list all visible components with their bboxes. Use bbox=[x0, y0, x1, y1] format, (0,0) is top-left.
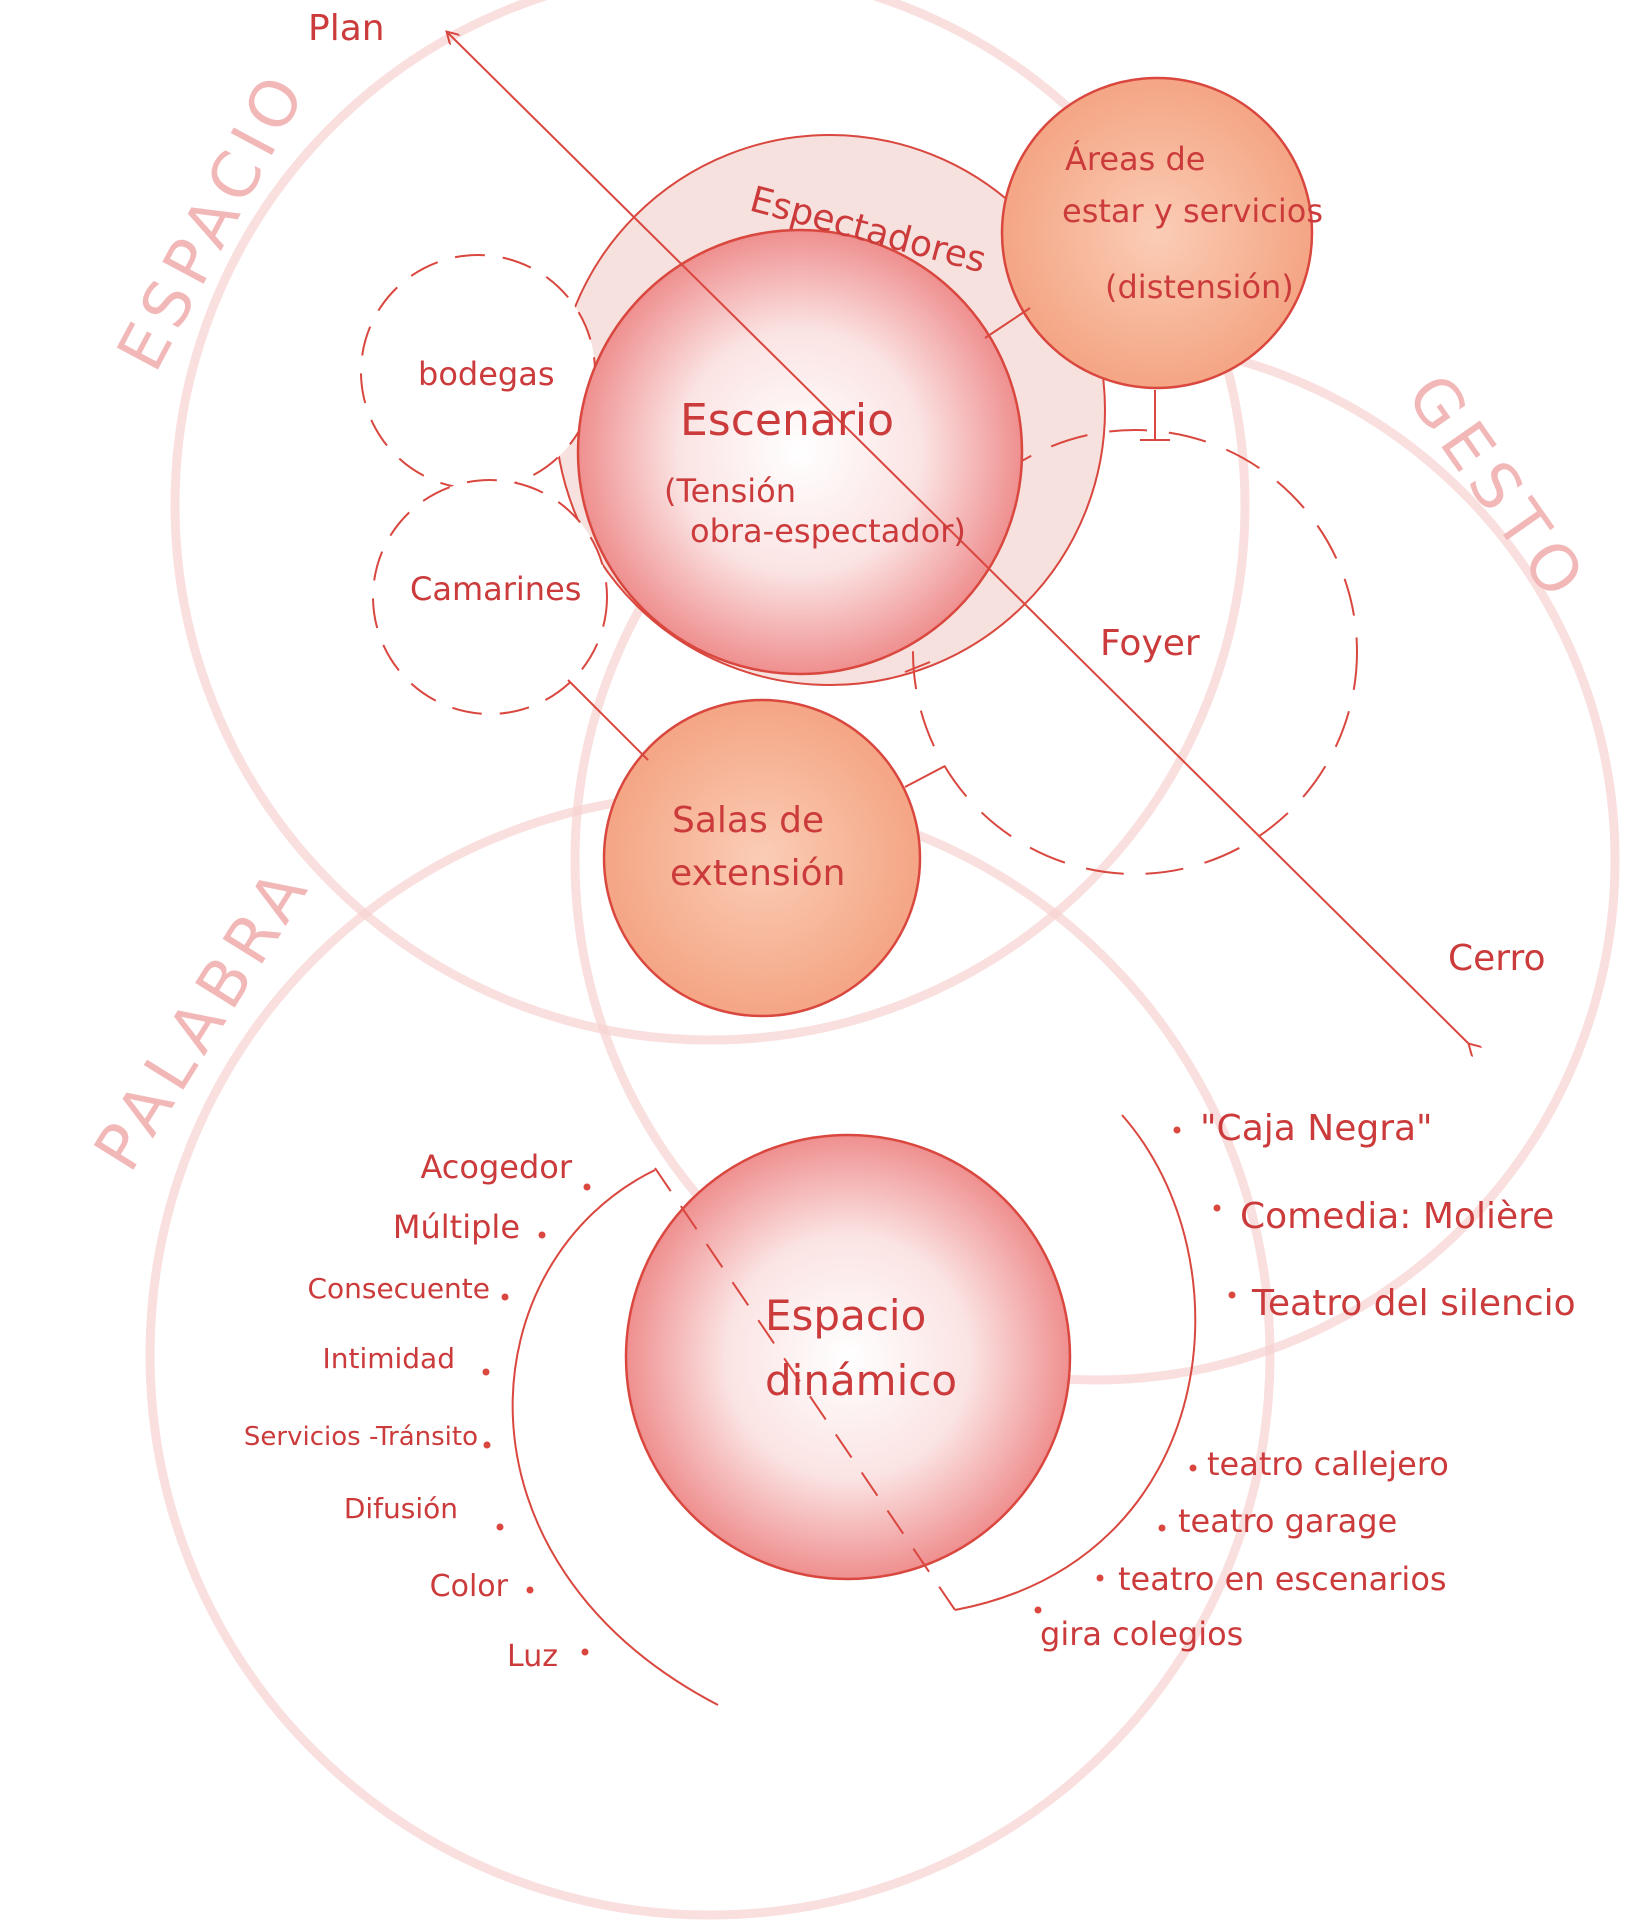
right-top-list: "Caja Negra" Comedia: Molière Teatro del… bbox=[1173, 1108, 1576, 1324]
label-camarines: Camarines bbox=[410, 570, 581, 608]
label-tension-2: obra-espectador) bbox=[690, 512, 966, 550]
plan-cerro-axis bbox=[448, 33, 1470, 1045]
label-plan: Plan bbox=[308, 8, 385, 49]
right-bullet bbox=[1096, 1574, 1104, 1582]
right-top-item: Teatro del silencio bbox=[1251, 1283, 1576, 1324]
left-bullet bbox=[501, 1293, 509, 1301]
left-list-item: Luz bbox=[507, 1639, 558, 1674]
left-list-item: Múltiple bbox=[393, 1208, 520, 1246]
right-bullet bbox=[1034, 1606, 1042, 1614]
left-list-item: Intimidad bbox=[322, 1342, 455, 1375]
left-bullet bbox=[583, 1183, 591, 1191]
left-bullet bbox=[496, 1523, 504, 1531]
label-tension-1: (Tensión bbox=[664, 472, 796, 510]
left-list: Acogedor Múltiple Consecuente Intimidad … bbox=[244, 1148, 591, 1674]
right-bottom-item: teatro en escenarios bbox=[1118, 1560, 1447, 1598]
right-bottom-list: teatro callejero teatro garage teatro en… bbox=[1034, 1445, 1449, 1653]
left-bracket-arc bbox=[511, 1169, 719, 1706]
escenario-circle bbox=[576, 228, 1024, 676]
connector-salas-foyer bbox=[904, 765, 946, 788]
left-bullet bbox=[538, 1231, 546, 1239]
left-list-item: Difusión bbox=[344, 1492, 458, 1525]
right-bottom-item: teatro garage bbox=[1178, 1502, 1397, 1540]
left-list-item: Consecuente bbox=[307, 1272, 490, 1305]
label-cerro: Cerro bbox=[1448, 938, 1546, 979]
right-bullet bbox=[1228, 1291, 1236, 1299]
left-bullet bbox=[581, 1648, 589, 1656]
right-bracket-arc bbox=[954, 1114, 1197, 1611]
right-bottom-item: gira colegios bbox=[1040, 1615, 1243, 1653]
left-bullet bbox=[526, 1586, 534, 1594]
label-areas-2: estar y servicios bbox=[1062, 192, 1323, 230]
label-areas-3: (distensión) bbox=[1105, 268, 1294, 306]
label-salas-2: extensión bbox=[670, 853, 846, 894]
label-escenario: Escenario bbox=[680, 395, 894, 446]
right-top-item: Comedia: Molière bbox=[1240, 1196, 1554, 1237]
left-bullet bbox=[482, 1368, 490, 1376]
label-foyer: Foyer bbox=[1100, 623, 1200, 664]
label-gesto: GESTO bbox=[1392, 362, 1602, 618]
right-bullet bbox=[1189, 1464, 1197, 1472]
right-bullet bbox=[1173, 1126, 1181, 1134]
label-espacio: ESPACIO bbox=[104, 58, 323, 382]
right-bullet bbox=[1158, 1524, 1166, 1532]
left-bullet bbox=[483, 1441, 491, 1449]
areas-circle bbox=[1000, 76, 1314, 390]
right-bullet bbox=[1213, 1204, 1221, 1212]
label-espacio-dinamico-1: Espacio bbox=[765, 1291, 926, 1340]
label-salas-1: Salas de bbox=[672, 800, 824, 841]
left-list-item: Servicios -Tránsito bbox=[244, 1422, 478, 1452]
left-list-item: Acogedor bbox=[420, 1148, 572, 1186]
connector-camarines-salas bbox=[567, 679, 649, 761]
right-top-item: "Caja Negra" bbox=[1200, 1108, 1433, 1149]
espacio-dinamico-circle bbox=[624, 1133, 1072, 1581]
label-areas-1: Áreas de bbox=[1065, 140, 1205, 178]
label-espacio-dinamico-2: dinámico bbox=[765, 1356, 957, 1405]
label-bodegas: bodegas bbox=[418, 355, 554, 393]
label-palabra: PALABRA bbox=[81, 852, 326, 1184]
left-list-item: Color bbox=[430, 1569, 509, 1604]
right-bottom-item: teatro callejero bbox=[1207, 1445, 1449, 1483]
